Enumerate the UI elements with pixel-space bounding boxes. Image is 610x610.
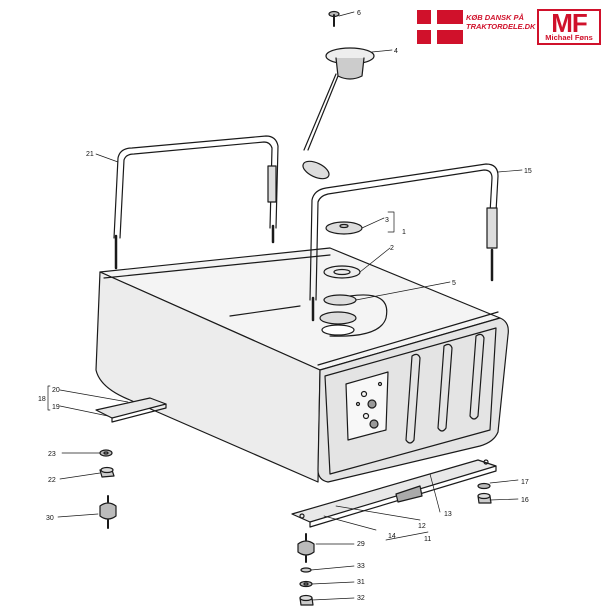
callout-17: 17: [521, 479, 529, 486]
fuel-sender-unit: [302, 47, 375, 180]
filler-cap-3: [325, 221, 363, 235]
rubber-mount-30: [99, 495, 117, 529]
tank-strap-15: [309, 163, 499, 322]
callout-22: 22: [48, 477, 56, 484]
callout-5: 5: [452, 280, 456, 287]
washer-17: [477, 482, 491, 490]
callout-13: 13: [444, 511, 452, 518]
callout-32: 32: [357, 595, 365, 602]
tagline-line-1: KØB DANSK PÅ: [466, 13, 524, 22]
washer-33: [300, 567, 312, 573]
callout-21: 21: [86, 151, 94, 158]
logo-letters: MF: [551, 8, 588, 38]
callout-4: 4: [394, 48, 398, 55]
callout-18: 18: [38, 396, 46, 403]
brand-tagline: KØB DANSK PÅ TRAKTORDELE.DK: [466, 13, 536, 31]
tank-strap-21: [113, 135, 279, 270]
logo-name: Michael Føns: [545, 33, 593, 42]
gasket-2: [323, 265, 361, 279]
nut-32: [299, 594, 314, 606]
callout-6: 6: [357, 10, 361, 17]
callout-30: 30: [46, 515, 54, 522]
washer-23: [99, 449, 113, 457]
callout-23: 23: [48, 451, 56, 458]
rubber-mount-29: [297, 533, 315, 563]
callout-31: 31: [357, 579, 365, 586]
callout-labels: 6 4 3 1 2 5 21 15 20 18 19 23 22 30 17 1…: [38, 10, 532, 602]
callout-19: 19: [52, 404, 60, 411]
mount-bracket-bottom: [291, 459, 497, 528]
nut-16: [477, 492, 492, 504]
mount-bracket-left: [95, 397, 167, 423]
screw-6: [328, 10, 340, 27]
callout-12: 12: [418, 523, 426, 530]
callout-3: 3: [385, 217, 389, 224]
callout-29: 29: [357, 541, 365, 548]
washer-31: [299, 580, 313, 588]
mf-logo: MF Michael Føns: [537, 8, 601, 45]
callout-33: 33: [357, 563, 365, 570]
callout-11: 11: [424, 536, 431, 543]
callout-16: 16: [521, 497, 529, 504]
danish-flag-icon: [417, 10, 463, 44]
tagline-line-2: TRAKTORDELE.DK: [466, 22, 536, 31]
leader-lines: [47, 11, 523, 601]
callout-14: 14: [388, 533, 396, 540]
callout-20: 20: [52, 387, 60, 394]
callout-1: 1: [402, 229, 406, 236]
callout-2: 2: [390, 245, 394, 252]
fuel-tank: [95, 247, 509, 483]
ring-5: [323, 294, 357, 306]
callout-15: 15: [524, 168, 532, 175]
nut-22: [99, 466, 115, 478]
